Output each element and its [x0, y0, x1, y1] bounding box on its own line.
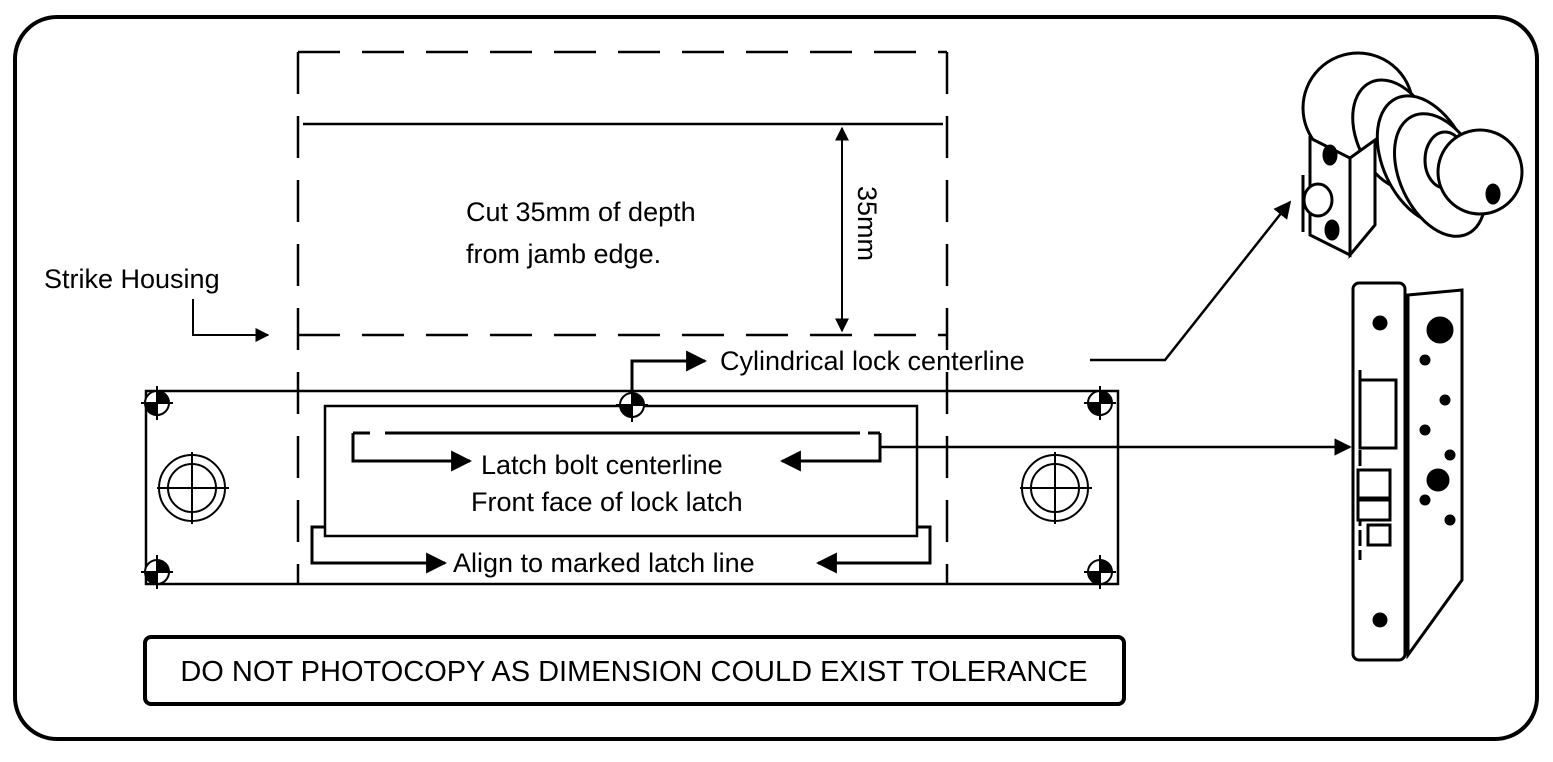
strike-housing-leader	[192, 299, 270, 342]
target-marker-bottom-left	[141, 555, 173, 589]
screw-hole-left	[157, 452, 229, 524]
cylindrical-knob-lock-illustration	[1301, 51, 1524, 260]
latch-bolt-centerline-bracket	[351, 431, 882, 472]
target-marker-top-right	[1084, 386, 1116, 420]
align-latch-line-bracket	[310, 525, 932, 574]
cylindrical-centerline-arrow	[630, 350, 708, 395]
target-marker-top-left	[141, 386, 173, 420]
strike-housing-outline	[296, 50, 949, 585]
dimension-label: 35mm	[852, 186, 882, 261]
warning-text: DO NOT PHOTOCOPY AS DIMENSION COULD EXIS…	[180, 656, 1087, 688]
cut-instruction-line-2: from jamb edge.	[466, 239, 661, 269]
strike-housing-label: Strike Housing	[44, 264, 220, 294]
target-marker-center	[616, 388, 648, 422]
cut-instruction-line-1: Cut 35mm of depth	[466, 197, 696, 227]
align-latch-line-label: Align to marked latch line	[453, 548, 755, 578]
screw-hole-right	[1020, 452, 1092, 524]
outer-frame	[13, 15, 1539, 741]
cylindrical-centerline-label: Cylindrical lock centerline	[720, 346, 1025, 376]
cylindrical-leader-to-lock	[1090, 200, 1292, 362]
mortise-lock-illustration	[1351, 281, 1464, 662]
front-face-label: Front face of lock latch	[471, 487, 743, 517]
target-marker-bottom-right	[1084, 555, 1116, 589]
latch-bolt-centerline-label: Latch bolt centerline	[481, 450, 723, 480]
warning-box	[143, 635, 1126, 706]
